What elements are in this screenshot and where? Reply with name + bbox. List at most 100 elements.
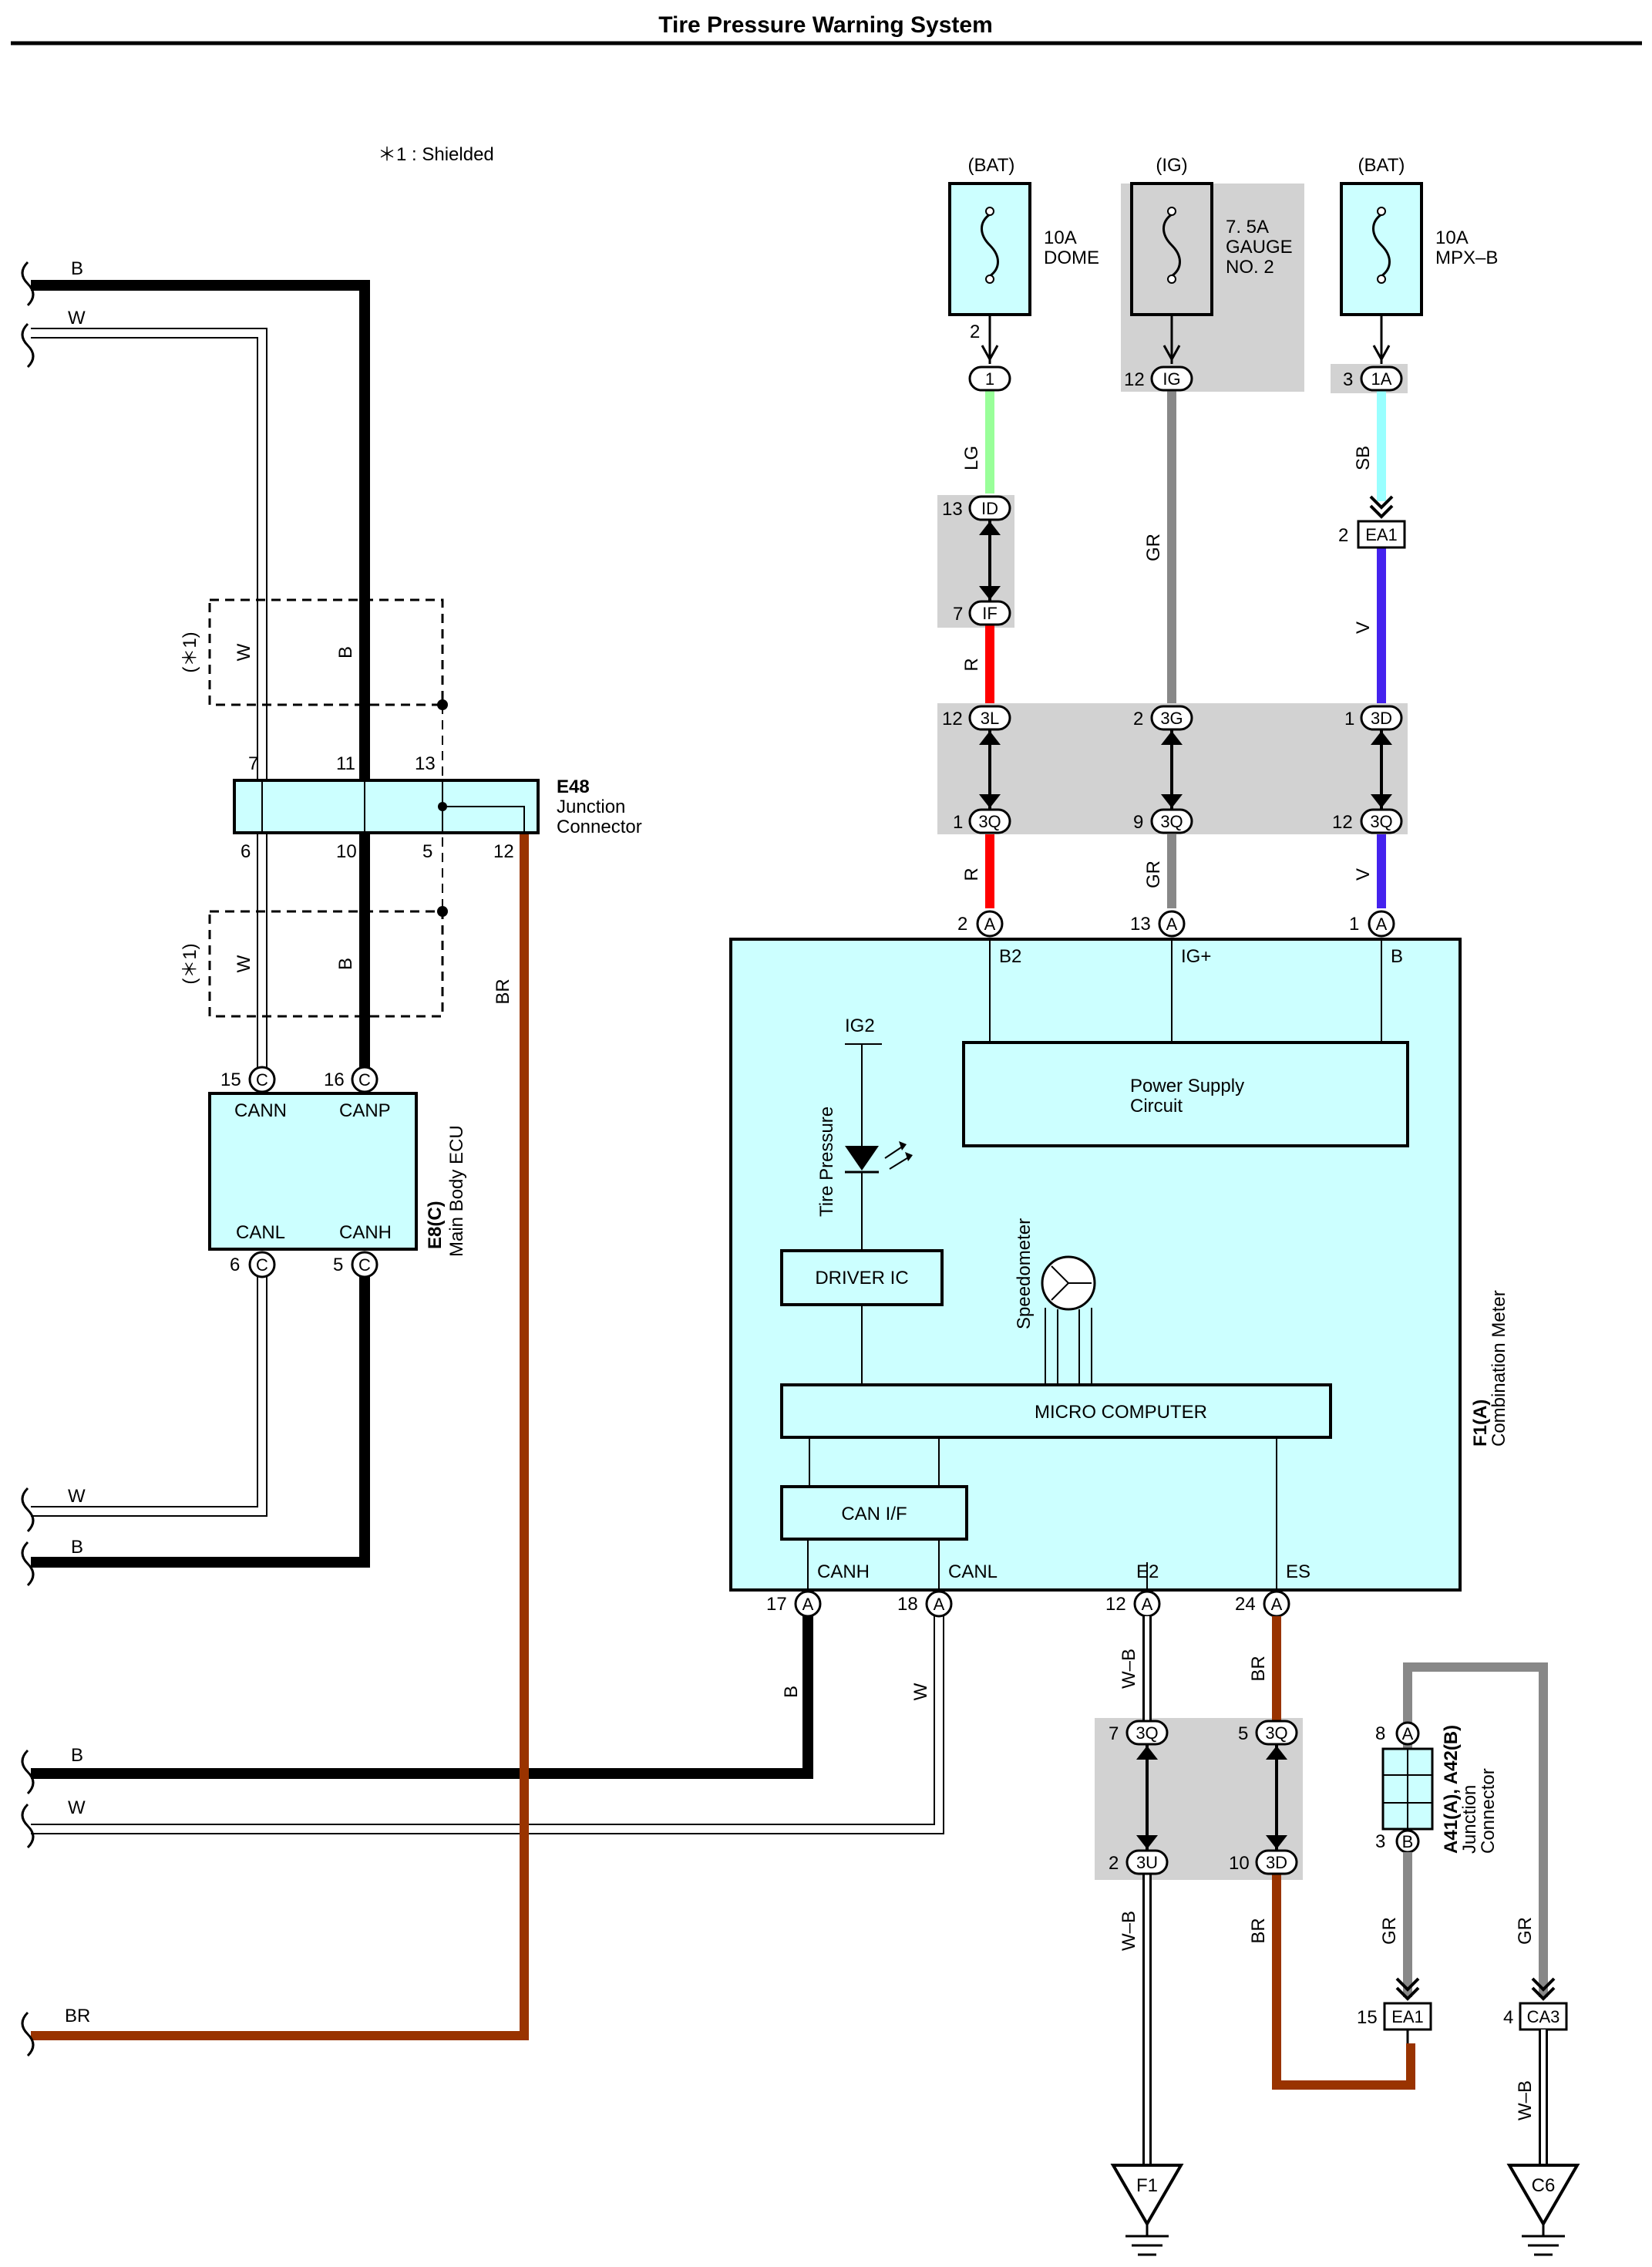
e8-pin-6-connector <box>248 1251 276 1278</box>
label-v-1: V <box>1353 621 1374 634</box>
label-low-b: B <box>71 1745 83 1766</box>
ground-c6: C6 <box>1506 2164 1580 2256</box>
f1-power-2: Circuit <box>1130 1096 1183 1117</box>
f1-code: F1(A) <box>1470 1400 1491 1447</box>
e8-conn-5: C <box>358 1255 371 1275</box>
e8-conn-16: C <box>358 1070 371 1090</box>
conn-1a: 1A <box>1371 369 1392 389</box>
f1-combination-meter: A 2 A 13 A 1 B2 IG+ B Power Supply Circu… <box>729 910 1509 1618</box>
f1-conn-ig: A <box>1166 915 1178 934</box>
conn-3l: 3L <box>981 709 999 728</box>
fuse-mpx-supply: (BAT) <box>1358 155 1405 176</box>
f1-conn-e2: A <box>1142 1595 1153 1614</box>
e8-cann: CANN <box>234 1100 287 1121</box>
f1-speedometer: Speedometer <box>1014 1218 1035 1329</box>
shielded-note: ＊1 : Shielded <box>378 144 494 165</box>
wire-w-mid-outline <box>31 1265 267 1517</box>
conn-ea1-lower: EA1 <box>1391 2007 1424 2026</box>
conn-3d-lower-pin: 10 <box>1229 1853 1250 1874</box>
label-gr-2: GR <box>1143 861 1164 888</box>
shield-w-upper: W <box>234 643 254 661</box>
conn-3u: 3U <box>1136 1853 1158 1872</box>
conn-ca3: CA3 <box>1527 2007 1560 2026</box>
fuse-gauge: (IG) 7. 5A GAUGE NO. 2 <box>1130 155 1293 364</box>
fuse-gauge-name2: NO. 2 <box>1226 257 1274 278</box>
label-br-e48: BR <box>493 979 513 1004</box>
f1-conn-canh: A <box>802 1595 814 1614</box>
a41-pin-8: 8 <box>1375 1723 1385 1744</box>
f1-es: ES <box>1286 1561 1310 1582</box>
fuse-dome-rating: 10A <box>1044 227 1077 248</box>
f1-ig2: IG2 <box>845 1016 875 1036</box>
conn-3q-lower-2: 3Q <box>1265 1723 1287 1743</box>
f1-pin-canl: 18 <box>897 1594 918 1615</box>
conn-ea1-top: EA1 <box>1365 525 1398 544</box>
label-top-w: W <box>68 308 86 328</box>
label-lg: LG <box>961 446 982 470</box>
shield-b-upper: B <box>335 646 356 659</box>
wire-break-marks <box>21 261 35 2057</box>
conn-ea1-top-pin: 2 <box>1338 525 1348 546</box>
e48-pin-12: 12 <box>493 841 514 862</box>
e8-conn-6: C <box>256 1255 268 1275</box>
e48-name1: Junction <box>557 797 625 817</box>
f1-conn-b: A <box>1376 915 1388 934</box>
fuse-dome-supply: (BAT) <box>968 155 1015 176</box>
e8-pin-16-connector <box>351 1066 379 1093</box>
a41-name2: Connector <box>1478 1768 1499 1854</box>
wire-w-mid <box>31 1265 266 1515</box>
f1-pin-e2: 12 <box>1105 1594 1126 1615</box>
label-top-b: B <box>71 258 83 279</box>
e8-canp: CANP <box>339 1100 391 1121</box>
a41-gr-1: GR <box>1379 1917 1400 1945</box>
lower-ground-wires: 3Q 7 3Q 5 3U 2 3D 10 <box>1109 1616 1415 2171</box>
shield-box-upper: (＊1) W B <box>180 598 448 779</box>
label-r-2: R <box>961 867 982 881</box>
ground-c6-label: C6 <box>1532 2175 1556 2196</box>
conn-3d-pin: 1 <box>1344 709 1354 729</box>
label-br-2: BR <box>1248 1918 1269 1943</box>
label-r-1: R <box>961 658 982 671</box>
label-v-2: V <box>1353 868 1374 881</box>
f1-pin-es: 24 <box>1235 1594 1256 1615</box>
f1-label-igp: IG+ <box>1181 946 1211 967</box>
e8-pin-6: 6 <box>230 1255 240 1275</box>
conn-3q-3-pin: 12 <box>1332 812 1353 833</box>
conn-3q-1-pin: 1 <box>953 812 963 833</box>
label-mid-b: B <box>71 1537 83 1558</box>
wire-br <box>31 834 529 2040</box>
label-wb-1: W–B <box>1119 1649 1139 1689</box>
a41-pin-3: 3 <box>1375 1831 1385 1852</box>
upper-connectors: 1 IG 12 1A 3 ID 13 IF 7 EA1 2 3L 12 3G 2… <box>942 365 1406 834</box>
a41-a42-junction-connector: A 8 B 3 A41(A), A42(B) Junction Connecto… <box>1357 1662 1568 2171</box>
e8-name: Main Body ECU <box>446 1125 467 1257</box>
f1-can-if: CAN I/F <box>841 1504 907 1524</box>
conn-3d-lower: 3D <box>1266 1853 1287 1872</box>
e8-pin-16: 16 <box>324 1069 345 1090</box>
conn-3u-pin: 2 <box>1109 1853 1119 1874</box>
conn-3g: 3G <box>1160 709 1183 728</box>
a41-gr-2: GR <box>1515 1917 1536 1945</box>
e48-junction-connector: 7 11 13 6 10 5 12 E48 Junction Connector <box>233 753 642 862</box>
e8-canh: CANH <box>339 1222 392 1243</box>
wire-b-low <box>31 1604 813 1779</box>
conn-3g-pin: 2 <box>1133 709 1143 729</box>
fuse-gauge-supply: (IG) <box>1156 155 1187 176</box>
ground-f1: F1 <box>1110 2164 1184 2256</box>
conn-1a-pin: 3 <box>1343 369 1353 390</box>
diagram-title: Tire Pressure Warning System <box>658 12 993 38</box>
conn-ca3-pin: 4 <box>1503 2007 1513 2028</box>
e48-name2: Connector <box>557 817 642 837</box>
ground-f1-label: F1 <box>1136 2175 1158 2196</box>
e48-pin-5: 5 <box>422 841 432 862</box>
conn-id-pin: 13 <box>942 499 963 520</box>
f1-e2: E2 <box>1136 1561 1159 1582</box>
shield-box-lower: (＊1) W B <box>180 837 448 1018</box>
label-w-can: W <box>910 1683 931 1700</box>
a41-code: A41(A), A42(B) <box>1441 1725 1462 1854</box>
e8-pin-5: 5 <box>333 1255 343 1275</box>
fuse-mpx-name: MPX–B <box>1435 248 1498 268</box>
conn-if: IF <box>982 604 998 623</box>
f1-canl: CANL <box>948 1561 998 1582</box>
